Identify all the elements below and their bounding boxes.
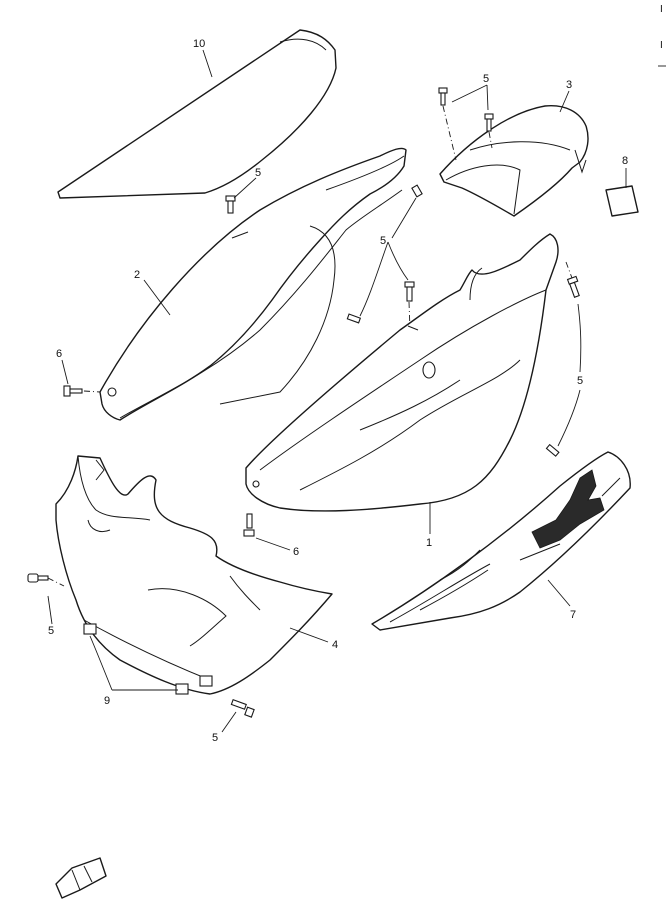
part-7-decal [371, 451, 631, 631]
bolt-5-j [230, 699, 255, 718]
callout-2: 2 [134, 269, 140, 281]
callout-5b: 5 [255, 167, 261, 179]
callout-8: 8 [622, 155, 628, 167]
leader-10 [202, 49, 213, 78]
clip-9-c [199, 675, 213, 687]
bolt-5-d [411, 184, 423, 198]
leader-2 [143, 279, 171, 316]
bolt-5-b [484, 113, 494, 132]
bolt-5-h [545, 443, 560, 457]
leader-5d [557, 303, 582, 447]
part-3-rear-cover [439, 105, 589, 217]
dash-5g [565, 261, 573, 279]
leader-6a [61, 359, 69, 385]
leader-3 [559, 90, 570, 113]
callout-6b: 6 [293, 546, 299, 558]
leader-9 [89, 635, 178, 691]
callout-5f: 5 [212, 732, 218, 744]
callout-5c: 5 [380, 235, 386, 247]
leader-5e [47, 595, 53, 625]
bolt-5-f [346, 313, 362, 324]
part-8-label [605, 185, 639, 217]
callout-10: 10 [193, 38, 205, 50]
leader-7 [547, 579, 571, 607]
callout-5a: 5 [483, 73, 489, 85]
bolt-6-a [63, 385, 83, 397]
callout-3: 3 [566, 79, 572, 91]
part-10-panel [57, 29, 337, 199]
leader-5f [221, 711, 237, 733]
dash-bolt-5-b [488, 131, 493, 149]
part-1-side-cover [245, 233, 559, 512]
bolt-5-a [438, 87, 448, 106]
callout-5e: 5 [48, 625, 54, 637]
dash-6a [83, 390, 101, 393]
part-2-side-cover [99, 147, 407, 421]
callout-9: 9 [104, 695, 110, 707]
bolt-6-b [243, 513, 255, 537]
leader-5c [359, 197, 417, 317]
leader-4 [289, 627, 329, 643]
edge-mark-mid: I [660, 40, 663, 51]
bolt-5-g [566, 275, 580, 298]
dash-5e [408, 301, 411, 331]
callout-7: 7 [570, 609, 576, 621]
leader-5b [233, 177, 257, 199]
edge-mark-top: I [660, 4, 663, 15]
fwd-arrow-icon [55, 857, 107, 899]
callout-4: 4 [332, 639, 338, 651]
clip-9-b [175, 683, 189, 695]
clip-9-a [83, 623, 97, 635]
bolt-5-c [225, 195, 236, 214]
callout-5d: 5 [577, 375, 583, 387]
dash-bolt-5-a [442, 105, 457, 161]
leader-5a [451, 84, 489, 111]
bolt-5-i [27, 573, 49, 583]
bolt-5-e [404, 281, 415, 302]
callout-6a: 6 [56, 348, 62, 360]
callout-1: 1 [426, 537, 432, 549]
dash-5i [47, 577, 65, 587]
leader-6b [255, 537, 291, 551]
